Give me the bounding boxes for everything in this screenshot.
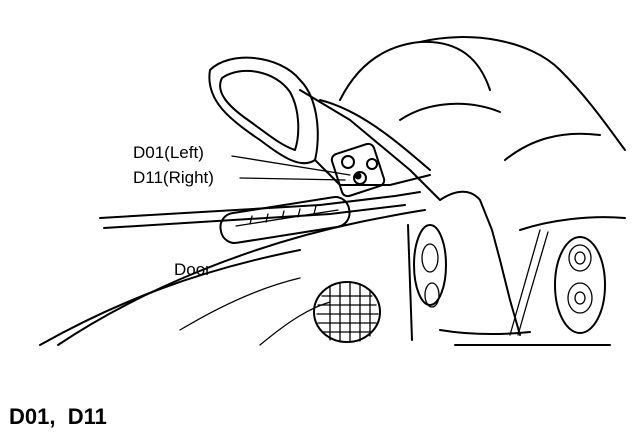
door-handle xyxy=(219,196,351,244)
window-frame xyxy=(339,36,626,336)
figure-caption: D01, D11 xyxy=(9,404,107,429)
door-panel xyxy=(39,191,426,346)
connector-label-right: D11(Right) xyxy=(133,168,214,187)
door-trim-ovals xyxy=(407,224,606,341)
speaker-grille xyxy=(313,281,381,343)
door-label: Door xyxy=(174,260,211,279)
connector-d01-d11 xyxy=(330,142,386,198)
connector-label-left: D01(Left) xyxy=(133,143,204,162)
door-mirror xyxy=(208,56,441,201)
leader-lines xyxy=(231,155,351,181)
lower-frame xyxy=(439,329,611,346)
